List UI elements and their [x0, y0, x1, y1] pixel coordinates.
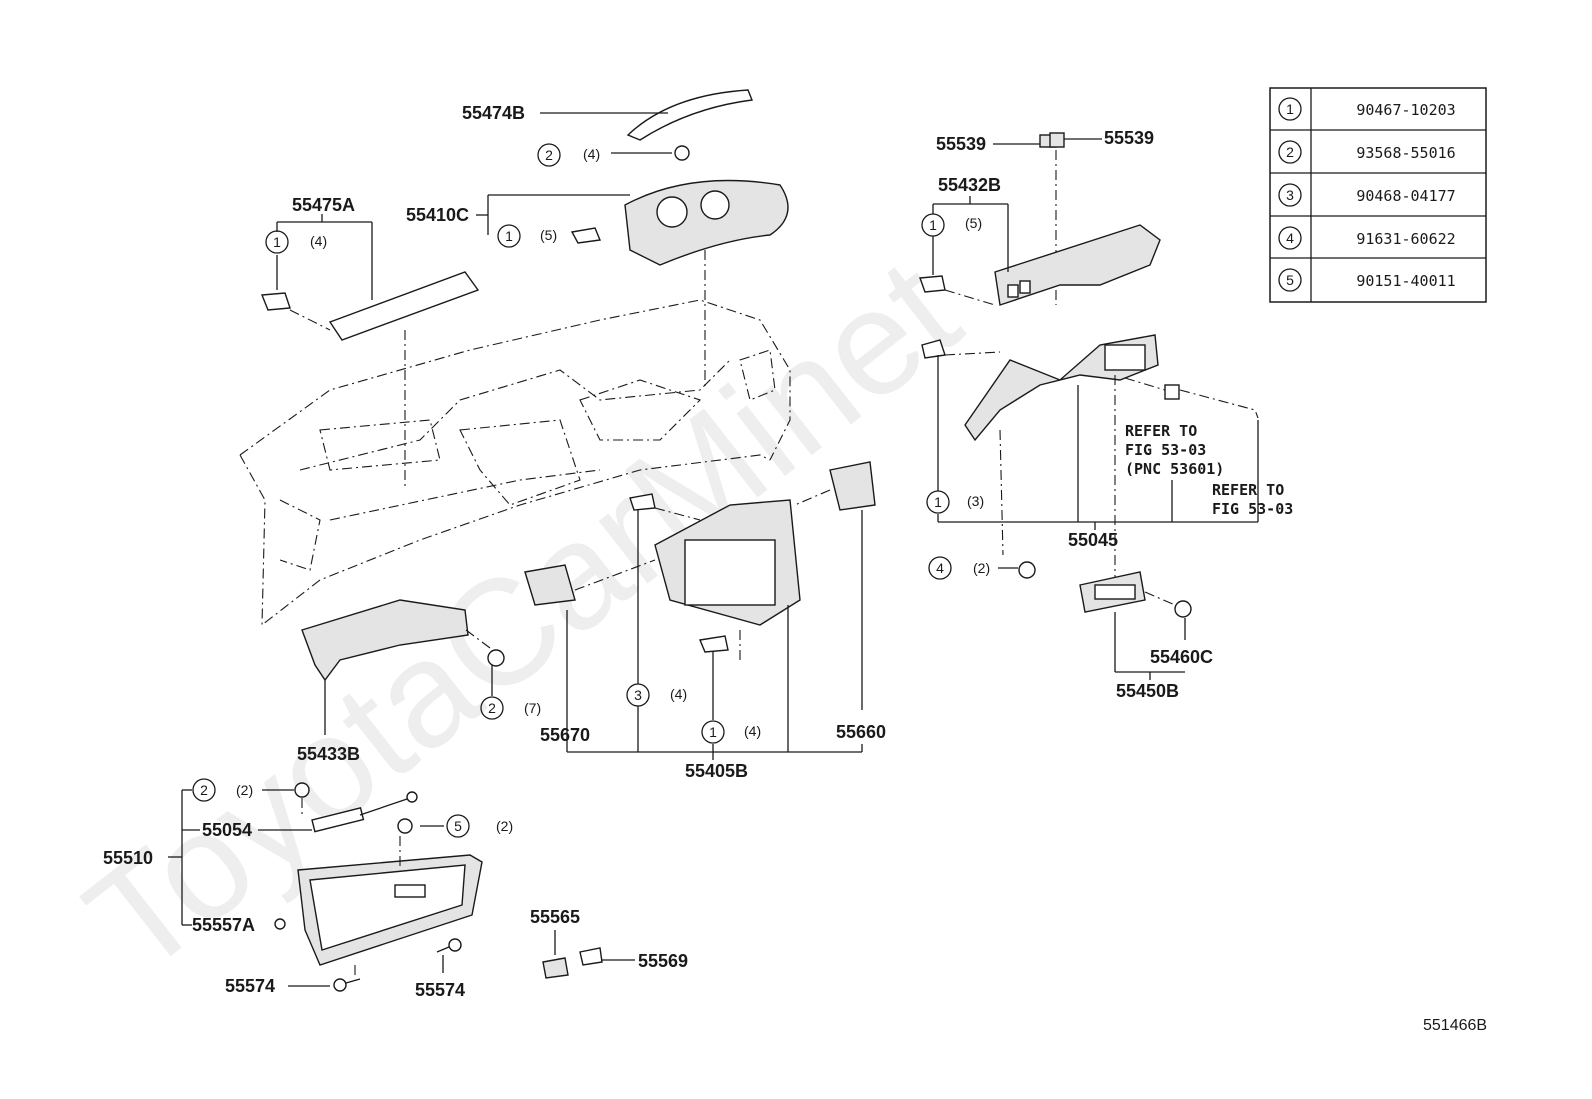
- part-number-label: 55574: [415, 980, 465, 1000]
- reference-text: FIG 53-03: [1212, 500, 1293, 518]
- legend-num: 2: [1286, 144, 1294, 160]
- callout-badge: 1 (5): [921, 213, 982, 237]
- part-number-label: 55045: [1068, 530, 1118, 550]
- badge-num: 2: [545, 147, 553, 163]
- callout-badge: 1 (4): [701, 720, 761, 744]
- reference-text: REFER TO: [1125, 422, 1197, 440]
- part-number-label: 55539: [936, 134, 986, 154]
- legend-num: 5: [1286, 272, 1294, 288]
- badge-qty: (2): [236, 782, 253, 798]
- part-number-label: 55054: [202, 820, 252, 840]
- callout-badge: 1 (4): [265, 230, 327, 254]
- badge-qty: (2): [973, 560, 990, 576]
- part-number-label: 55510: [103, 848, 153, 868]
- legend-row: 2 93568-55016: [1278, 140, 1456, 164]
- badge-num: 1: [929, 217, 937, 233]
- callout-badge: 2 (2): [192, 778, 294, 802]
- badge-num: 3: [634, 687, 642, 703]
- figure-code: 551466B: [1423, 1017, 1487, 1034]
- part-number-label: 55670: [540, 725, 590, 745]
- reference-text: (PNC 53601): [1125, 460, 1224, 478]
- dashboard-panel: [239, 299, 791, 627]
- part-55510: 55510 55054 55557A: [103, 782, 483, 966]
- legend-part: 91631-60622: [1356, 230, 1455, 248]
- badge-num: 1: [505, 228, 513, 244]
- callout-badge: 5 (2): [446, 814, 513, 838]
- part-number-label: 55410C: [406, 205, 469, 225]
- part-number-label: 55475A: [292, 195, 355, 215]
- part-number-label: 55557A: [192, 915, 255, 935]
- legend-part: 93568-55016: [1356, 144, 1455, 162]
- badge-qty: (4): [583, 146, 600, 162]
- part-55475A: 55475A: [260, 195, 480, 490]
- reference-note: REFER TO FIG 53-03: [1212, 481, 1293, 518]
- part-number-label: 55460C: [1150, 647, 1213, 667]
- badge-qty: (4): [310, 233, 327, 249]
- callout-badge: 4 (2): [928, 556, 1036, 580]
- callout-badge: 1 (5): [497, 224, 601, 248]
- watermark: ToyotaCarMinet: [56, 226, 987, 1005]
- reference-text: FIG 53-03: [1125, 441, 1206, 459]
- badge-num: 1: [934, 494, 942, 510]
- badge-qty: (4): [744, 723, 761, 739]
- badge-num: 1: [709, 724, 717, 740]
- part-number-label: 55433B: [297, 744, 360, 764]
- badge-num: 5: [454, 818, 462, 834]
- badge-qty: (3): [967, 493, 984, 509]
- part-number-label: 55432B: [938, 175, 1001, 195]
- part-55539: 55539 55539: [936, 128, 1154, 305]
- part-number-label: 55474B: [462, 103, 525, 123]
- badge-qty: (5): [965, 215, 982, 231]
- part-55432B: 55432B: [919, 175, 1161, 306]
- callout-badge: 3 (4): [626, 683, 687, 707]
- reference-text: REFER TO: [1212, 481, 1284, 499]
- part-55565: 55565: [530, 907, 580, 979]
- badge-num: 2: [200, 782, 208, 798]
- callout-badge: 1 (3): [926, 490, 984, 514]
- legend-part: 90468-04177: [1356, 187, 1455, 205]
- legend-table: 1 90467-10203 2 93568-55016 3 90468-0417…: [1269, 87, 1487, 303]
- badge-qty: (2): [496, 818, 513, 834]
- part-55574: 55574: [415, 938, 465, 1000]
- part-55045: 55045: [921, 334, 1259, 590]
- badge-num: 4: [936, 560, 944, 576]
- badge-qty: (4): [670, 686, 687, 702]
- badge-qty: (5): [540, 227, 557, 243]
- reference-note: REFER TO FIG 53-03 (PNC 53601): [1125, 422, 1224, 478]
- legend-row: 1 90467-10203: [1278, 97, 1456, 121]
- badge-num: 1: [273, 234, 281, 250]
- legend-num: 4: [1286, 230, 1294, 246]
- part-number-label: 55539: [1104, 128, 1154, 148]
- badge-qty: (7): [524, 700, 541, 716]
- part-55574: 55574: [225, 965, 361, 996]
- legend-row: 5 90151-40011: [1278, 268, 1456, 292]
- legend-num: 1: [1286, 101, 1294, 117]
- badge-num: 2: [488, 700, 496, 716]
- part-55450B: 55450B: [1079, 571, 1186, 701]
- legend-part: 90151-40011: [1356, 272, 1455, 290]
- legend-part: 90467-10203: [1356, 101, 1455, 119]
- part-number-label: 55405B: [685, 761, 748, 781]
- part-number-label: 55565: [530, 907, 580, 927]
- callout-badge: 2 (7): [480, 696, 541, 720]
- legend-row: 4 91631-60622: [1278, 226, 1456, 250]
- part-number-label: 55574: [225, 976, 275, 996]
- part-55460C: 55460C: [1150, 600, 1213, 667]
- callout-badge: 2 (4): [537, 143, 690, 167]
- part-number-label: 55569: [638, 951, 688, 971]
- part-55410C: 55410C: [406, 179, 789, 390]
- part-number-label: 55660: [836, 722, 886, 742]
- part-55569: 55569: [579, 947, 688, 971]
- legend-row: 3 90468-04177: [1278, 183, 1456, 207]
- part-number-label: 55450B: [1116, 681, 1179, 701]
- part-55474B: 55474B: [462, 89, 753, 141]
- legend-num: 3: [1286, 187, 1294, 203]
- part-55433B: 55433B: [297, 599, 505, 764]
- part-55405B: 55405B 55670 55660: [524, 461, 886, 781]
